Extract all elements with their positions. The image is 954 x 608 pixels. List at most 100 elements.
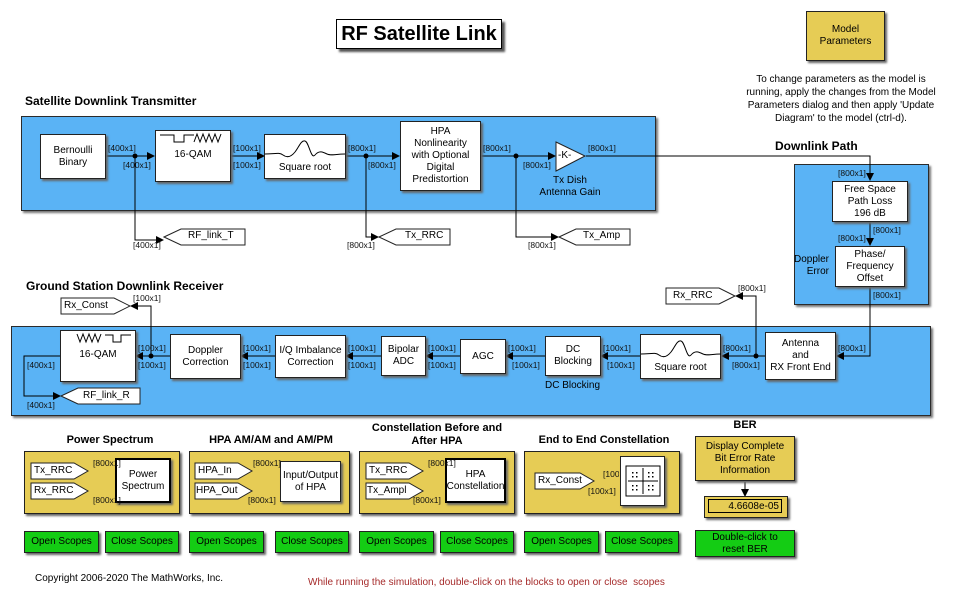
copyright-text: Copyright 2006-2020 The MathWorks, Inc.: [35, 573, 224, 584]
simulation-hint-text: While running the simulation, double-cli…: [308, 577, 665, 588]
goto-tx-amp[interactable]: [558, 228, 632, 246]
hpa-constellation-close-scopes-button[interactable]: Close Scopes: [440, 531, 514, 553]
block-label: Free Space: [844, 183, 896, 195]
power-spectrum-block[interactable]: Power Spectrum: [115, 458, 171, 503]
dim-label: [800x1]: [738, 283, 766, 293]
goto-rx-rrc[interactable]: [665, 287, 737, 305]
phase-frequency-offset-block[interactable]: Phase/ Frequency Offset: [835, 246, 905, 287]
block-label: Spectrum: [121, 480, 165, 492]
block-label: with Optional: [411, 150, 470, 161]
end-to-end-close-scopes-button[interactable]: Close Scopes: [605, 531, 679, 553]
goto-tx-rrc-label: Tx_RRC: [405, 230, 444, 241]
from-rx-const[interactable]: [534, 472, 596, 490]
doppler-error-label: Doppler Error: [793, 254, 829, 278]
dim-label: [800x1]: [873, 290, 901, 300]
dim-label: [800x1]: [838, 343, 866, 353]
downlink-path-heading: Downlink Path: [775, 139, 858, 153]
hpa-amam-close-scopes-button[interactable]: Close Scopes: [275, 531, 349, 553]
hpa-nonlinearity-block[interactable]: HPA Nonlinearity with Optional Digital P…: [400, 121, 481, 191]
block-label: Predistortion: [412, 174, 469, 185]
from-hpa-out[interactable]: [194, 482, 254, 500]
block-label: Square root: [278, 161, 332, 173]
from-tx-rrc-label: Tx_RRC: [34, 465, 73, 476]
goto-rx-const[interactable]: [60, 297, 132, 315]
hpa-constellation-block[interactable]: HPA Constellation: [445, 458, 506, 503]
receiver-heading: Ground Station Downlink Receiver: [26, 279, 224, 293]
model-parameters-block[interactable]: Model Parameters: [806, 11, 885, 61]
tx-square-root-filter-block[interactable]: Square root: [264, 134, 346, 179]
from-rx-rrc-label: Rx_RRC: [34, 485, 74, 496]
goto-rf-link-r[interactable]: [60, 387, 142, 405]
model-title: RF Satellite Link: [336, 19, 502, 49]
end-to-end-open-scopes-button[interactable]: Open Scopes: [524, 531, 599, 553]
block-label: Bit Error Rate: [714, 452, 776, 464]
antenna-rx-front-end-block[interactable]: Antenna and RX Front End: [765, 332, 836, 380]
from-tx-rrc[interactable]: [30, 462, 90, 480]
dim-label: [800x1]: [368, 160, 396, 170]
constellation-diagram-block[interactable]: [620, 456, 665, 506]
dim-label: [800x1]: [873, 225, 901, 235]
from-rx-rrc[interactable]: [30, 482, 90, 500]
from-tx-ampl[interactable]: [365, 482, 425, 500]
block-label: Bernoulli: [53, 144, 93, 156]
constellation-icon: [625, 465, 660, 497]
iq-imbalance-correction-block[interactable]: I/Q Imbalance Correction: [275, 335, 346, 378]
dim-label: [400x1]: [123, 160, 151, 170]
from-rx-const-label: Rx_Const: [538, 475, 582, 486]
button-label: Double-click to: [712, 531, 778, 543]
dim-label: [100x1]: [508, 343, 536, 353]
goto-rf-link-r-label: RF_link_R: [83, 390, 130, 401]
rx-square-root-filter-block[interactable]: Square root: [640, 334, 721, 379]
tx-dish-gain-block[interactable]: [555, 141, 587, 173]
dim-label: [400x1]: [27, 400, 55, 410]
dim-label: [100x1]: [512, 360, 540, 370]
tx-dish-gain-label: Tx Dish Antenna Gain: [536, 175, 604, 199]
block-label: ADC: [392, 356, 415, 367]
from-hpa-in-label: HPA_In: [198, 465, 232, 476]
goto-tx-rrc[interactable]: [378, 228, 452, 246]
block-label: Binary: [58, 156, 88, 168]
bernoulli-binary-block[interactable]: Bernoulli Binary: [40, 134, 106, 179]
block-label: Digital: [426, 162, 455, 173]
label-line: Antenna Gain: [539, 187, 601, 198]
qam-modulator-block[interactable]: 16-QAM: [155, 130, 231, 182]
doppler-correction-block[interactable]: Doppler Correction: [170, 334, 241, 379]
dim-label: [100x1]: [603, 469, 619, 479]
dim-label: [800x1]: [838, 233, 866, 243]
from-tx-rrc-2[interactable]: [365, 462, 425, 480]
hpa-constellation-open-scopes-button[interactable]: Open Scopes: [359, 531, 434, 553]
bipolar-adc-block[interactable]: Bipolar ADC: [381, 336, 426, 376]
dc-blocking-block[interactable]: DC Blocking: [545, 336, 601, 376]
note-line: Parameters dialog and then apply 'Update: [747, 100, 935, 111]
hpa-input-output-block[interactable]: Input/Output of HPA: [280, 461, 341, 502]
dim-label: [400x1]: [133, 240, 161, 250]
note-line: To change parameters as the model is: [756, 74, 926, 85]
power-spectrum-close-scopes-button[interactable]: Close Scopes: [105, 531, 179, 553]
goto-rf-link-t[interactable]: [163, 228, 247, 246]
dim-label: [800x1]: [348, 143, 376, 153]
block-label: HPA: [430, 126, 451, 137]
ber-heading: BER: [733, 419, 757, 431]
dim-label: [800x1]: [523, 160, 551, 170]
dim-label: [800x1]: [723, 343, 751, 353]
goto-rx-rrc-label: Rx_RRC: [673, 290, 713, 301]
block-label: RX Front End: [770, 362, 831, 373]
hpa-constellation-heading: Constellation Before and After HPA: [359, 422, 515, 448]
ber-display-block[interactable]: Display Complete Bit Error Rate Informat…: [695, 436, 795, 481]
power-spectrum-open-scopes-button[interactable]: Open Scopes: [24, 531, 99, 553]
hpa-amam-heading: HPA AM/AM and AM/PM: [209, 434, 333, 446]
free-space-path-loss-block[interactable]: Free Space Path Loss 196 dB: [832, 181, 908, 222]
block-label: of HPA: [295, 481, 326, 493]
from-hpa-in[interactable]: [194, 462, 254, 480]
qam-demodulator-block[interactable]: 16-QAM: [60, 330, 136, 382]
model-parameters-label-2: Parameters: [819, 36, 872, 47]
heading-text: Constellation Before and After HPA: [371, 422, 503, 447]
end-to-end-constellation-heading: End to End Constellation: [538, 434, 670, 446]
dim-label: [800x1]: [413, 495, 441, 505]
reset-ber-button[interactable]: Double-click to reset BER: [695, 530, 795, 557]
dc-blocking-label: DC Blocking: [545, 380, 601, 391]
agc-block[interactable]: AGC: [460, 339, 506, 374]
hpa-amam-open-scopes-button[interactable]: Open Scopes: [189, 531, 264, 553]
block-label: Doppler: [187, 344, 224, 356]
gain-symbol: -K-: [558, 150, 572, 161]
